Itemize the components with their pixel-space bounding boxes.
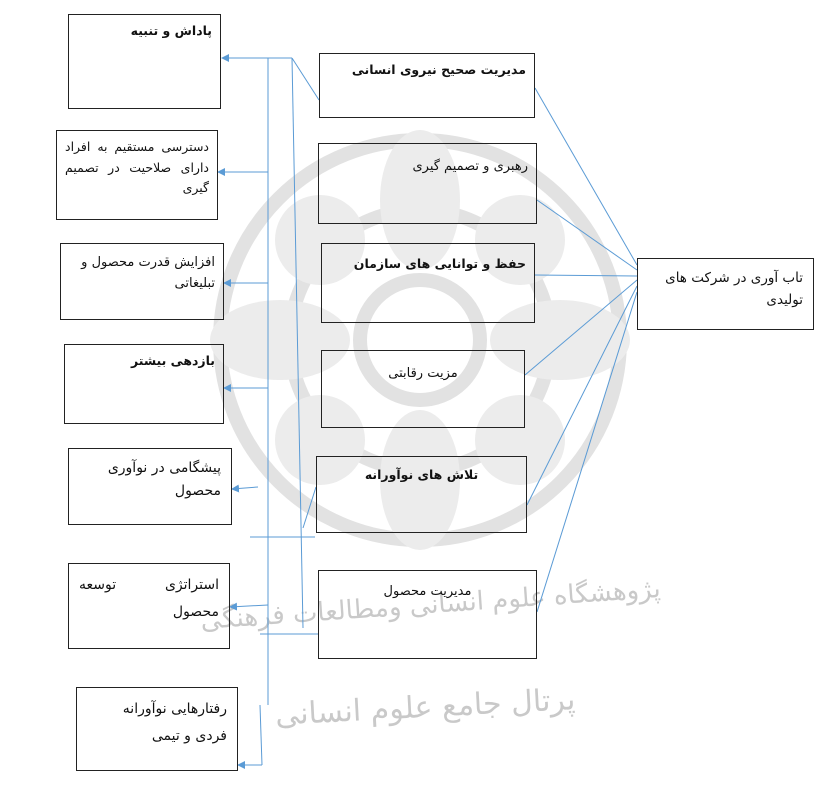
outcome-box-product-power: افزایش قدرت محصول و تبلیغاتی — [60, 243, 224, 320]
outcome-box-innovative-behaviors: رفتارهایی نوآورانه فردی و تیمی — [76, 687, 238, 771]
outcome-box-direct-access: دسترسی مستقیم به افراد دارای صلاحیت در ت… — [56, 130, 218, 220]
center-box: تاب آوری در شرکت های تولیدی — [637, 258, 814, 330]
middle-box-label: رهبری و تصمیم گیری — [412, 159, 528, 174]
middle-box-label: حفظ و توانایی های سازمان — [353, 256, 526, 271]
middle-box-capabilities: حفظ و توانایی های سازمان — [321, 243, 535, 323]
middle-box-label: تلاش های نوآورانه — [364, 467, 479, 482]
outcome-box-label: رفتارهایی نوآورانه فردی و تیمی — [122, 701, 227, 744]
outcome-box-label: پاداش و تنبیه — [130, 23, 212, 38]
middle-box-innovation-efforts: تلاش های نوآورانه — [316, 456, 527, 533]
middle-box-leadership: رهبری و تصمیم گیری — [318, 143, 537, 224]
middle-box-product-management: مدیریت محصول — [318, 570, 537, 659]
outcome-box-label: پیشگامی در نوآوری محصول — [107, 460, 221, 500]
outcome-box-pioneering: پیشگامی در نوآوری محصول — [68, 448, 232, 525]
outcome-box-label: بازدهی بیشتر — [130, 353, 215, 368]
outcome-box-label: افزایش قدرت محصول و تبلیغاتی — [81, 255, 215, 292]
outcome-box-label: دسترسی مستقیم به افراد دارای صلاحیت در ت… — [65, 139, 209, 196]
middle-box-competitive-advantage: مزیت رقابتی — [321, 350, 525, 428]
outcome-box-label: استراتژی توسعه محصول — [79, 577, 219, 620]
middle-box-hr-management: مدیریت صحیح نیروی انسانی — [319, 53, 535, 118]
center-box-label: تاب آوری در شرکت های تولیدی — [665, 270, 803, 309]
outcome-box-development-strategy: استراتژی توسعه محصول — [68, 563, 230, 649]
middle-box-label: مزیت رقابتی — [388, 366, 458, 381]
middle-box-label: مدیریت صحیح نیروی انسانی — [351, 62, 526, 77]
middle-box-label: مدیریت محصول — [383, 584, 472, 599]
outcome-box-reward-punishment: پاداش و تنبیه — [68, 14, 221, 109]
outcome-box-higher-efficiency: بازدهی بیشتر — [64, 344, 224, 424]
